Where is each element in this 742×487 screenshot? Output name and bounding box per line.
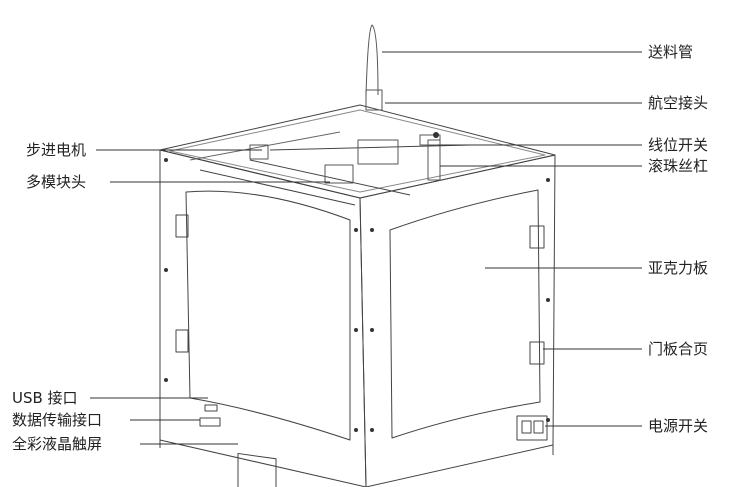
label-acrylic-panel: 亚克力板: [648, 259, 709, 277]
label-touchscreen: 全彩液晶触屏: [12, 435, 103, 453]
right-face: [359, 154, 556, 487]
aviation-connector-shape: [365, 89, 383, 111]
ball-screw-shape: [427, 139, 441, 181]
left-acrylic-panel: [185, 190, 351, 441]
label-door-hinge: 门板合页: [648, 340, 709, 358]
label-feed-tube: 送料管: [648, 43, 694, 61]
label-power-switch: 电源开关: [648, 417, 709, 435]
feed-tube-shape: [365, 24, 379, 96]
usb-port-shape: [204, 404, 218, 412]
touchscreen-shape: [237, 452, 277, 487]
stepper-motor-shape: [249, 144, 269, 160]
right-acrylic-panel: [389, 189, 541, 439]
label-limit-switch: 线位开关: [648, 136, 709, 154]
data-port-shape: [199, 417, 221, 427]
label-stepper-motor: 步进电机: [26, 141, 87, 159]
label-data-port: 数据传输接口: [12, 411, 103, 429]
label-usb-port: USB 接口: [12, 389, 78, 407]
label-multi-mode-head: 多模块头: [26, 173, 87, 191]
label-aviation-connector: 航空接头: [648, 94, 709, 112]
power-switch-shape: [516, 415, 548, 441]
label-ball-screw: 滚珠丝杠: [648, 157, 709, 175]
